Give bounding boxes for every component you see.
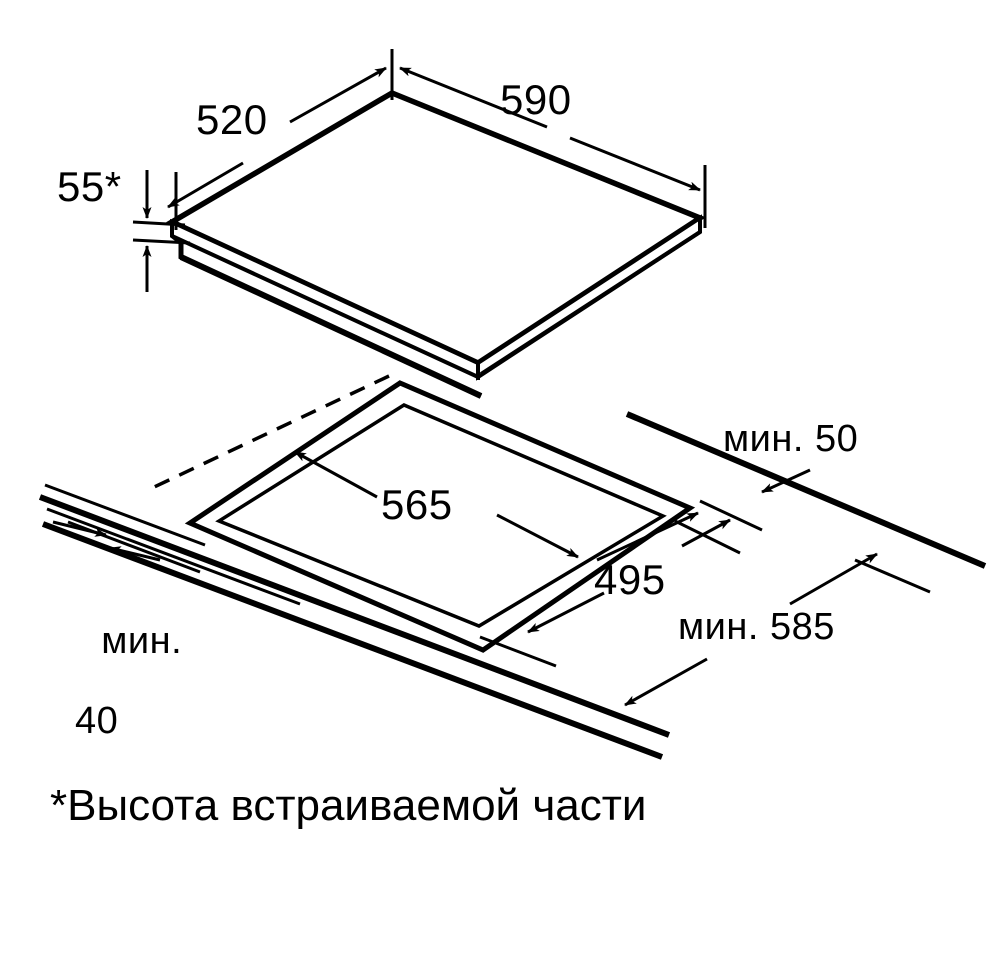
dimension-590 bbox=[390, 49, 707, 228]
dim-495-arrow-lower-left bbox=[527, 591, 605, 634]
dimension-label-590: 590 bbox=[500, 76, 572, 123]
worktop-rear-edge-top bbox=[625, 411, 987, 569]
dimension-label-min-40-line2: 40 bbox=[75, 699, 119, 742]
dimension-min-585 bbox=[624, 552, 931, 707]
cooktop-body-right-edge bbox=[479, 230, 702, 376]
dimension-label-min-585: мин. 585 bbox=[678, 606, 835, 648]
footnote-text: *Высота встраиваемой части bbox=[50, 781, 647, 830]
dimension-label-55: 55* bbox=[57, 163, 122, 210]
dimension-label-495: 495 bbox=[594, 556, 666, 603]
dimension-label-min-40-line1: мин. bbox=[101, 619, 183, 662]
worktop-front-left-edge-thin bbox=[46, 507, 301, 606]
cooktop-body-bottom-left-line bbox=[179, 254, 483, 399]
worktop-front-left-edge-bottom bbox=[41, 521, 664, 760]
dim-min50-witness bbox=[699, 499, 763, 532]
dim-565-arrow-lower-right bbox=[496, 513, 579, 559]
dim-min585-witness-rear bbox=[854, 558, 931, 594]
dimension-55 bbox=[132, 170, 191, 292]
dimension-min-40 bbox=[44, 483, 206, 574]
dimension-565 bbox=[294, 450, 579, 559]
dim-495-witness-right bbox=[674, 519, 741, 555]
dim-min50-arrow-up bbox=[681, 518, 731, 548]
dim-55-witness-bottom bbox=[132, 238, 191, 245]
dim-min40-arrow-right bbox=[52, 520, 107, 537]
dim-590-arrow-left bbox=[399, 66, 548, 129]
dim-min585-arrow-front bbox=[624, 657, 708, 707]
dim-565-arrow-upper-left bbox=[294, 450, 378, 499]
dimension-min-50 bbox=[681, 468, 811, 548]
dim-590-arrow-right bbox=[569, 136, 701, 192]
dimension-495 bbox=[479, 511, 741, 668]
dimension-520 bbox=[167, 66, 387, 230]
dimension-label-min-50: мин. 50 bbox=[723, 418, 859, 460]
worktop-front-left-edge-top bbox=[38, 494, 671, 738]
dim-min40-arrow-left bbox=[109, 546, 161, 562]
dim-55-witness-top bbox=[132, 220, 186, 227]
dim-min585-arrow-rear bbox=[789, 552, 878, 606]
dim-520-arrow-upper bbox=[289, 66, 387, 124]
dimension-label-565: 565 bbox=[381, 481, 453, 528]
alignment-dashed-line bbox=[149, 374, 390, 491]
worktop bbox=[38, 374, 987, 760]
dimension-label-520: 520 bbox=[196, 96, 268, 143]
dim-520-arrow-lower bbox=[167, 161, 244, 209]
cooktop-body bbox=[166, 89, 706, 399]
dim-495-witness-front bbox=[479, 635, 557, 668]
dim-min50-arrow bbox=[761, 468, 811, 494]
dimension-label-min-40: мин. 40 bbox=[57, 582, 182, 821]
dim-495-arrow-upper-right bbox=[596, 511, 699, 562]
dim-min40-witness-upper bbox=[44, 483, 206, 547]
worktop-cutout-inner bbox=[215, 403, 667, 628]
